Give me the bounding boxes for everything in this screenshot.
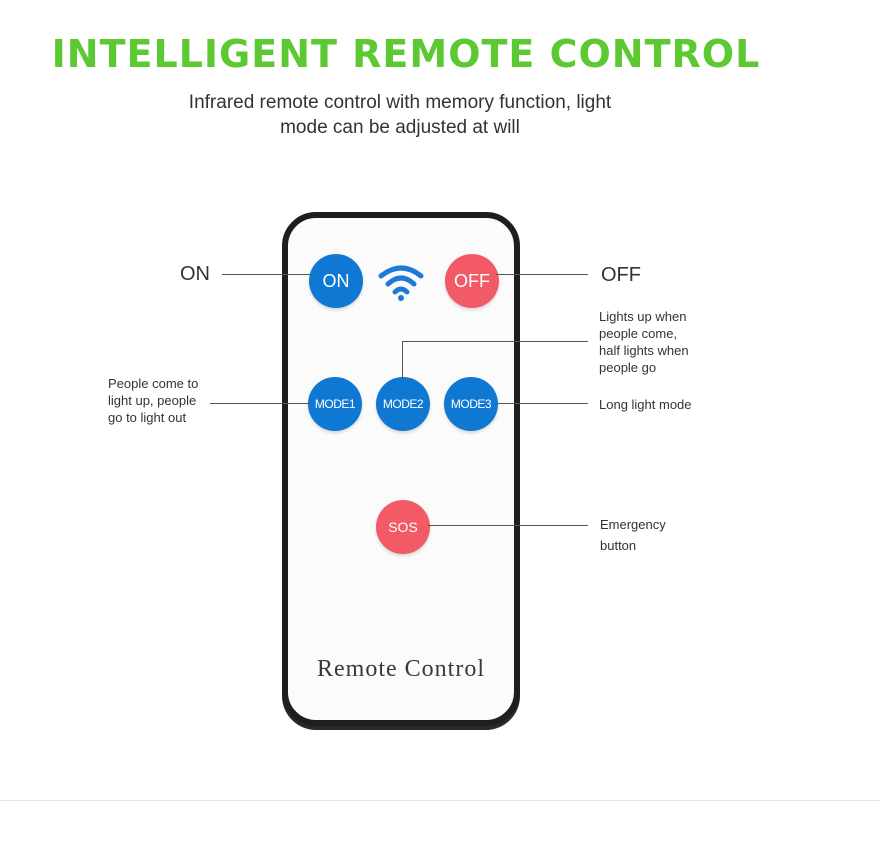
wifi-signal-icon	[378, 265, 424, 301]
on-callout-label: ON	[180, 263, 210, 285]
off-callout-label: OFF	[601, 264, 641, 286]
sos-connector-line	[428, 525, 588, 526]
on-button[interactable]: ON	[309, 254, 363, 308]
off-button[interactable]: OFF	[445, 254, 499, 308]
mode3-button[interactable]: MODE3	[444, 377, 498, 431]
mode1-callout-line: go to light out	[108, 410, 187, 425]
on-connector-line	[222, 274, 312, 275]
subtitle-line-2: mode can be adjusted at will	[280, 117, 520, 138]
sos-callout-label: Emergency button	[600, 514, 666, 556]
page-subtitle: Infrared remote control with memory func…	[120, 90, 680, 140]
mode1-button[interactable]: MODE1	[308, 377, 362, 431]
mode2-connector-horizontal	[402, 341, 588, 342]
subtitle-line-1: Infrared remote control with memory func…	[188, 92, 612, 113]
sos-callout-line: button	[600, 538, 637, 553]
mode1-callout-label: People come to light up, people go to li…	[108, 375, 198, 426]
mode2-button[interactable]: MODE2	[376, 377, 430, 431]
mode3-connector-line	[497, 403, 588, 404]
mode2-callout-label: Lights up when people come, half lights …	[599, 308, 689, 376]
mode1-callout-line: light up, people	[108, 393, 197, 408]
bottom-divider	[0, 800, 880, 801]
page-title: INTELLIGENT REMOTE CONTROL	[51, 32, 761, 76]
mode3-callout-label: Long light mode	[599, 397, 692, 412]
sos-callout-line: Emergency	[600, 517, 666, 532]
mode2-callout-line: Lights up when	[599, 309, 687, 324]
mode1-connector-line	[210, 403, 310, 404]
sos-button[interactable]: SOS	[376, 500, 430, 554]
mode2-callout-line: people go	[599, 360, 657, 375]
remote-brand-label: Remote Control	[317, 656, 485, 682]
mode2-callout-line: people come,	[599, 326, 678, 341]
mode1-callout-line: People come to	[108, 376, 199, 391]
off-connector-line	[496, 274, 588, 275]
mode2-connector-vertical	[402, 341, 403, 379]
mode2-callout-line: half lights when	[599, 343, 689, 358]
